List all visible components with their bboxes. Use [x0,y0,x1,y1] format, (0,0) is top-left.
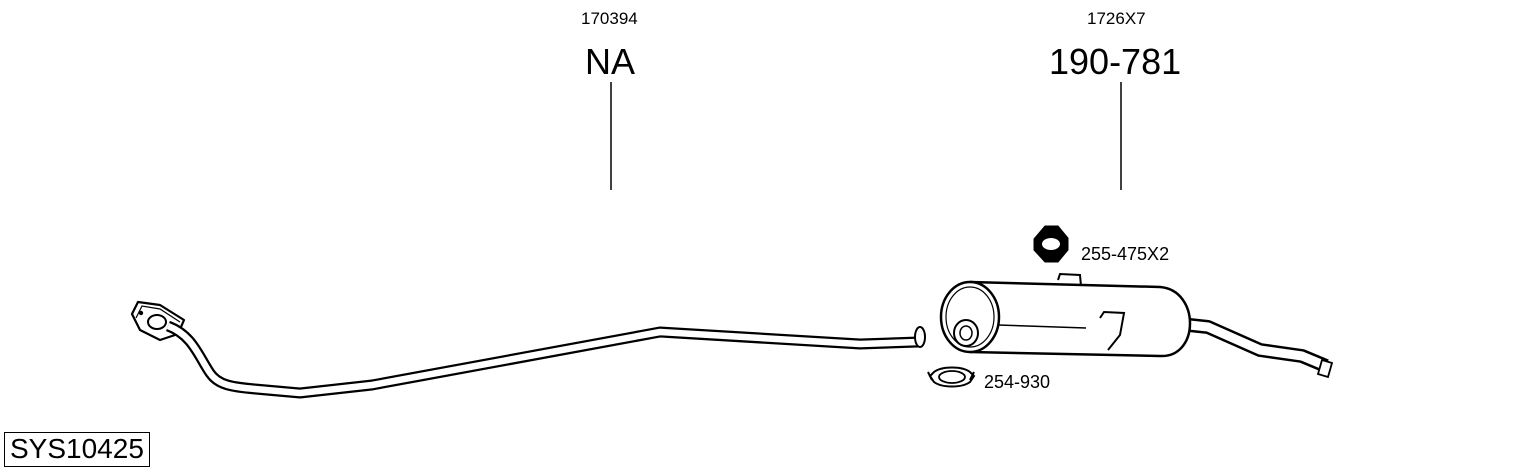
pipe-clamp-icon [927,366,976,388]
rear-silencer-icon [939,272,1334,379]
rubber-hanger-icon [1033,225,1069,263]
part-1-ref: 170394 [581,9,638,28]
system-code-box: SYS10425 [4,432,150,467]
clamp-code: 254-930 [984,372,1051,392]
part-2-code: 190-781 [1049,41,1182,82]
hanger-code: 255-475X2 [1081,244,1170,264]
part-1-code: NA [585,41,636,82]
part-2-ref: 1726X7 [1087,9,1146,28]
front-pipe-icon [165,320,926,399]
